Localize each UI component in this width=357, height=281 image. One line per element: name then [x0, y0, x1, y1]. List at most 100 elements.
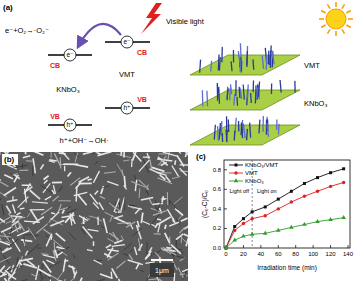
nanorod: [12, 196, 13, 201]
tick: [243, 245, 244, 248]
chart-label: 60: [275, 251, 282, 257]
knbo3-rod: [217, 126, 219, 141]
nanorod: [14, 175, 18, 182]
nanorod: [177, 249, 182, 250]
sun-ray: [335, 31, 337, 36]
tick: [224, 189, 227, 190]
nanorod: [0, 233, 1, 241]
nanorod: [158, 157, 168, 166]
knbo3-rod: [238, 87, 240, 98]
nanorod: [19, 170, 28, 172]
vmt-layer: [190, 43, 300, 75]
chart-label: (C₀-C)/C₀: [202, 190, 209, 218]
nanorod: [122, 169, 124, 176]
data-marker: [329, 185, 332, 188]
nanorod: [72, 266, 74, 275]
knbo3-rod: [206, 91, 208, 107]
sun-ray: [346, 25, 350, 28]
nanorod: [96, 219, 102, 221]
nanorod: [7, 152, 12, 153]
nanorod: [20, 207, 24, 209]
knbo3-rod: [218, 54, 220, 70]
nanorod: [20, 258, 33, 261]
vmt-layer: [190, 116, 300, 145]
knbo3-rod: [262, 55, 263, 69]
data-marker: [316, 190, 319, 193]
chart-label: (c): [196, 153, 206, 161]
knbo3-rod: [235, 118, 236, 133]
nanorod: [21, 240, 32, 241]
knbo3-rod: [235, 80, 237, 96]
figure-label: 1μm: [155, 267, 169, 274]
nanorod: [167, 209, 175, 223]
nanorod: [150, 159, 152, 168]
data-marker: [250, 232, 255, 236]
data-marker: [290, 190, 293, 193]
nanorod: [75, 153, 78, 162]
nanorod: [124, 243, 132, 250]
nanorod: [172, 166, 179, 177]
nanorod: [128, 260, 143, 265]
knbo3-rod: [270, 50, 272, 62]
knbo3-rod: [247, 84, 249, 97]
knbo3-rod: [202, 90, 204, 106]
panel-label: (b): [4, 156, 14, 164]
nanorod: [32, 202, 48, 203]
nanorod: [88, 229, 99, 231]
nanorod: [93, 202, 99, 208]
knbo3-rod: [255, 85, 256, 97]
knbo3-rod: [258, 81, 259, 97]
nanorod: [37, 248, 41, 249]
legend-sample: [229, 178, 243, 184]
nanorod: [30, 190, 40, 199]
nanorod: [141, 197, 153, 200]
chart-label: 0.6: [213, 186, 221, 192]
nanorod: [0, 181, 8, 186]
nanorod: [17, 231, 29, 236]
nanorod: [5, 248, 9, 251]
knbo3-rod: [219, 57, 221, 71]
figure-label: Visible light: [166, 18, 204, 26]
figure-label: e⁻: [123, 39, 130, 46]
nanorod: [184, 152, 188, 157]
nanorod: [24, 237, 26, 247]
figure-label: VB: [137, 96, 147, 103]
data-marker: [302, 222, 307, 226]
knbo3-rod: [233, 50, 234, 62]
figure-label: e⁻: [66, 52, 73, 59]
layer-illustration: [190, 43, 300, 145]
knbo3-rod: [199, 60, 201, 73]
nanorod: [119, 279, 121, 281]
sun: [319, 2, 353, 36]
nanorod: [17, 213, 21, 215]
figure-label: VMT: [119, 71, 135, 79]
data-marker: [242, 222, 245, 225]
nanorod: [32, 165, 33, 176]
nanorod: [43, 255, 55, 258]
nanorod: [28, 244, 40, 254]
vmt-sheet: [190, 125, 300, 145]
nanorod: [41, 207, 52, 215]
knbo3-rod: [227, 87, 229, 101]
data-marker: [341, 215, 346, 219]
nanorod: [131, 159, 133, 167]
knbo3-rod: [221, 121, 223, 136]
nanorod: [166, 176, 171, 182]
knbo3-rod: [225, 130, 227, 143]
nanorod: [147, 153, 149, 159]
nanorod: [50, 236, 52, 240]
nanorod: [178, 216, 181, 220]
data-marker: [250, 217, 253, 220]
nanorod: [130, 249, 133, 252]
vmt-layer: [190, 80, 300, 110]
knbo3-rod: [238, 51, 239, 61]
nanorod: [0, 217, 10, 224]
series-line: [226, 182, 344, 248]
nanorod: [65, 213, 74, 223]
carrier-dot: [121, 102, 133, 114]
nanorod: [83, 217, 85, 224]
nanorod: [158, 156, 166, 166]
nanorod: [24, 183, 30, 194]
nanorod: [24, 221, 40, 222]
figure-label: h⁺: [123, 105, 130, 112]
